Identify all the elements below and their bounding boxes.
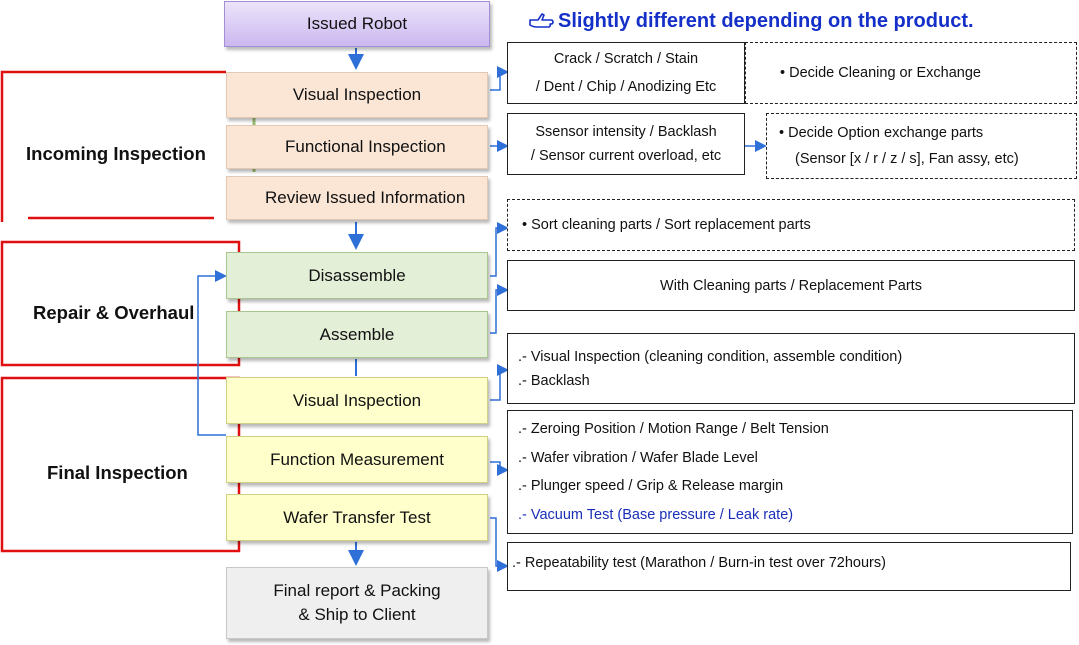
header-note-text: Slightly different depending on the prod… xyxy=(558,9,974,32)
section-label-repair: Repair & Overhaul xyxy=(33,302,195,323)
note-measurement-line3: .- Plunger speed / Grip & Release margin xyxy=(518,478,784,495)
note-measurement: .- Zeroing Position / Motion Range / Bel… xyxy=(507,410,1073,534)
step-functional-inspection[interactable]: Functional Inspection xyxy=(226,125,488,169)
step-visual-inspection-2-label: Visual Inspection xyxy=(292,390,422,410)
step-assemble[interactable]: Assemble xyxy=(226,311,488,358)
repair-frame xyxy=(0,240,241,367)
section-label-final: Final Inspection xyxy=(47,462,188,483)
step-wafer-transfer-test[interactable]: Wafer Transfer Test xyxy=(226,494,488,541)
note-visual-check-line1: .- Visual Inspection (cleaning condition… xyxy=(518,348,903,365)
note-measurement-line4: .- Vacuum Test (Base pressure / Leak rat… xyxy=(518,506,794,523)
arrow-measurement-to-list xyxy=(490,461,509,476)
note-decide-cleaning-text: Decide Cleaning or Exchange xyxy=(780,62,1066,84)
note-visual-check: .- Visual Inspection (cleaning condition… xyxy=(507,333,1075,404)
note-visual-check-line2: .- Backlash xyxy=(518,372,590,389)
arrow-visual2-to-check xyxy=(490,364,509,401)
step-final-report-line1: Final report & Packing xyxy=(273,581,441,600)
step-disassemble-label: Disassemble xyxy=(308,265,406,285)
note-with-parts-text: With Cleaning parts / Replacement Parts xyxy=(660,277,922,294)
step-visual-inspection-1-label: Visual Inspection xyxy=(292,85,422,104)
step-issued-robot-label: Issued Robot xyxy=(306,14,408,33)
note-sort-parts: Sort cleaning parts / Sort replacement p… xyxy=(507,199,1075,251)
note-sort-parts-text: Sort cleaning parts / Sort replacement p… xyxy=(522,214,1064,236)
note-visual-defects: Crack / Scratch / Stain / Dent / Chip / … xyxy=(507,42,745,104)
note-decide-option-line1: Decide Option exchange parts xyxy=(779,120,1066,146)
note-decide-option: Decide Option exchange parts (Sensor [x … xyxy=(766,113,1077,179)
step-disassemble[interactable]: Disassemble xyxy=(226,252,488,299)
note-sensor-line2: / Sensor current overload, etc xyxy=(530,148,722,164)
arrow-assemble-to-parts xyxy=(490,284,509,334)
note-decide-cleaning: Decide Cleaning or Exchange xyxy=(745,42,1077,104)
note-sensor-line1: Ssensor intensity / Backlash xyxy=(535,124,717,140)
arrow-visual-to-defects xyxy=(490,66,509,91)
step-review-issued-information-label: Review Issued Information xyxy=(265,188,466,207)
step-visual-inspection-1[interactable]: Visual Inspection xyxy=(226,72,488,118)
incoming-frame xyxy=(0,70,226,222)
note-repeatability-text: .- Repeatability test (Marathon / Burn-i… xyxy=(512,555,886,571)
note-decide-option-line2: (Sensor [x / r / z / s], Fan assy, etc) xyxy=(795,151,1019,167)
arrow-disassemble-to-sort xyxy=(490,222,509,277)
step-final-report[interactable]: Final report & Packing & Ship to Client xyxy=(226,567,488,639)
step-assemble-label: Assemble xyxy=(319,324,395,344)
note-visual-defects-line2: / Dent / Chip / Anodizing Etc xyxy=(535,79,717,95)
step-visual-inspection-2[interactable]: Visual Inspection xyxy=(226,377,488,424)
note-repeatability: .- Repeatability test (Marathon / Burn-i… xyxy=(507,542,1071,591)
arrow-transfer-to-repeat xyxy=(490,517,509,572)
note-measurement-line2: .- Wafer vibration / Wafer Blade Level xyxy=(518,449,758,466)
note-with-parts: With Cleaning parts / Replacement Parts xyxy=(507,260,1075,311)
note-visual-defects-line1: Crack / Scratch / Stain xyxy=(553,51,699,67)
step-review-issued-information[interactable]: Review Issued Information xyxy=(226,176,488,220)
header-note: Slightly different depending on the prod… xyxy=(528,8,974,34)
note-measurement-line1: .- Zeroing Position / Motion Range / Bel… xyxy=(518,421,829,438)
step-function-measurement[interactable]: Function Measurement xyxy=(226,436,488,483)
note-sensor: Ssensor intensity / Backlash / Sensor cu… xyxy=(507,113,745,175)
pointing-hand-icon xyxy=(529,13,554,28)
section-label-incoming: Incoming Inspection xyxy=(26,143,206,164)
arrow-loop-back xyxy=(197,270,227,436)
step-issued-robot[interactable]: Issued Robot xyxy=(224,1,490,47)
step-wafer-transfer-test-label: Wafer Transfer Test xyxy=(283,507,431,527)
step-functional-inspection-label: Functional Inspection xyxy=(285,137,446,156)
step-final-report-line2: & Ship to Client xyxy=(298,605,416,624)
step-function-measurement-label: Function Measurement xyxy=(270,449,444,469)
